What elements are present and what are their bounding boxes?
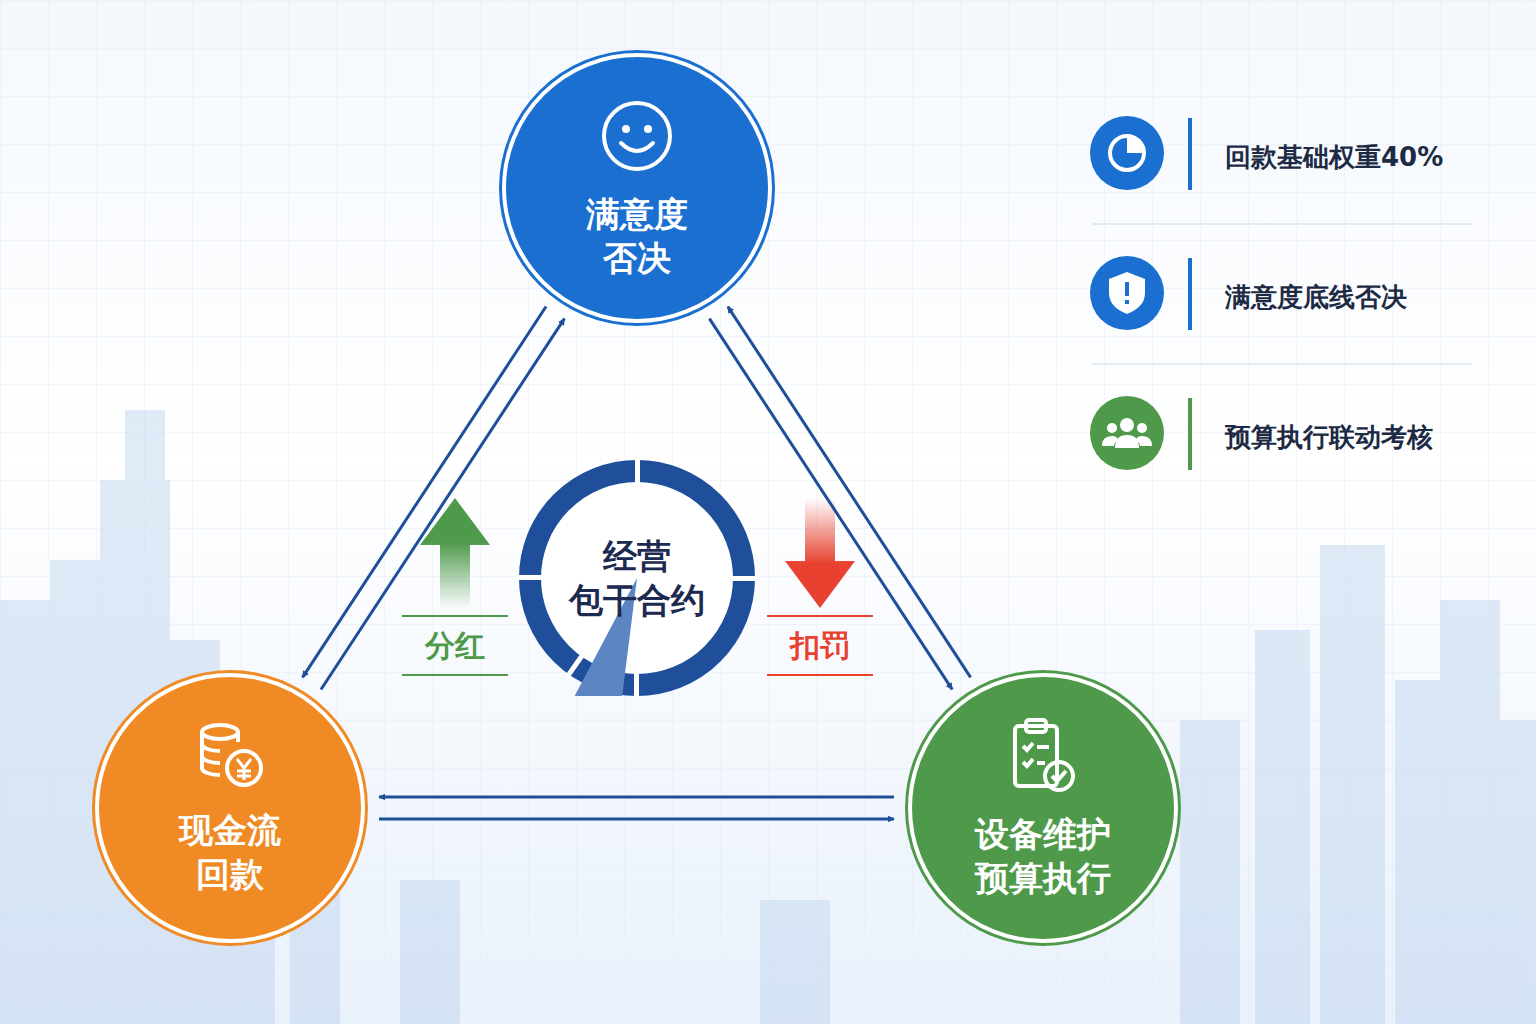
node-label: 经营 包干合约 [569, 534, 705, 622]
contract-ring: 经营 包干合约 [519, 460, 755, 696]
bonus-label: 分红 [425, 626, 485, 667]
legend-text: 回款基础权重40% [1225, 140, 1443, 175]
node-label: 设备维护 预算执行 [975, 812, 1111, 900]
node-label: 现金流 回款 [179, 808, 281, 896]
up-arrow [420, 498, 490, 608]
node-icon [1007, 716, 1079, 800]
double-arrow [303, 307, 565, 690]
down-arrow [785, 498, 855, 608]
connector-line [379, 818, 894, 821]
skyline [0, 410, 1536, 1024]
double-arrow [709, 307, 970, 690]
veto-circle: 满意度 否决 [502, 53, 772, 323]
legend-text: 预算执行联动考核 [1225, 420, 1433, 455]
node-label: 满意度 否决 [586, 192, 688, 280]
legend-text: 满意度底线否决 [1225, 280, 1407, 315]
cashflow-circle: 现金流 回款 [95, 673, 365, 943]
connector-line [321, 319, 564, 690]
connector-line [379, 796, 894, 799]
connector-line [709, 319, 952, 690]
node-icon [190, 720, 270, 796]
connector-line [728, 307, 971, 678]
double-arrow [379, 797, 894, 819]
bonus-label: 扣罚 [790, 626, 850, 667]
node-icon [597, 96, 677, 180]
connector-line [303, 307, 546, 678]
legend-icon [1090, 116, 1164, 470]
budget-circle: 设备维护 预算执行 [908, 673, 1178, 943]
ring-segments [519, 460, 755, 696]
